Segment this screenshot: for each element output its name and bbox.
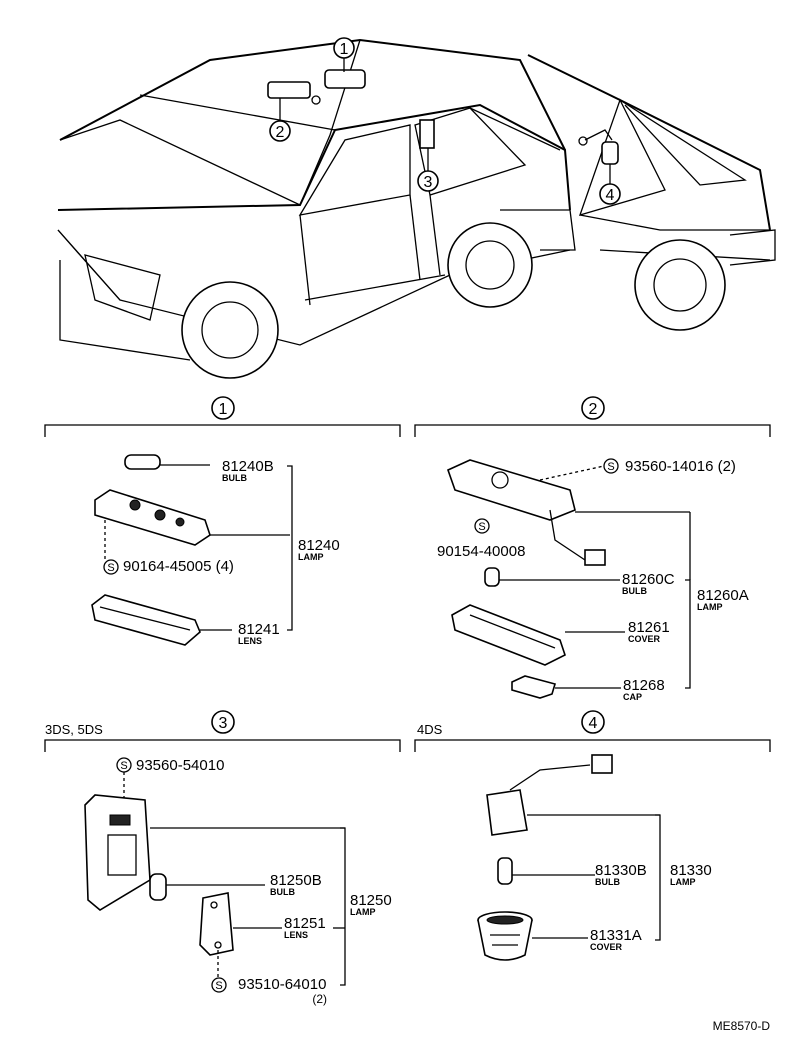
- section-2-number: 2: [589, 401, 598, 418]
- bulb-81260c-drawing: [484, 567, 620, 587]
- s-mark-2a: S: [603, 458, 619, 474]
- section-3-number: 3: [219, 715, 228, 732]
- svg-text:4: 4: [606, 187, 615, 204]
- s-mark-2b: S: [474, 518, 490, 534]
- s-mark-3a: S: [116, 757, 132, 773]
- figure-code: ME8570-D: [713, 1019, 771, 1033]
- part-90154-40008: 90154-40008: [437, 543, 525, 560]
- part-93510-64010-qty: (2): [312, 992, 327, 1006]
- lamp-81250-drawing: [84, 794, 345, 911]
- part-81251-name: LENS: [284, 930, 308, 940]
- part-81250: 81250: [350, 892, 392, 909]
- part-81261-name: COVER: [628, 634, 661, 644]
- part-81331a-name: COVER: [590, 942, 623, 952]
- part-81330-name: LAMP: [670, 877, 696, 887]
- svg-text:S: S: [607, 461, 614, 473]
- s-mark-3b: S: [211, 977, 227, 993]
- part-81240b-name: BULB: [222, 473, 247, 483]
- cover-81331a-drawing: [477, 911, 588, 961]
- callout-2: 2: [269, 98, 291, 142]
- part-81260c: 81260C: [622, 571, 675, 588]
- part-81268: 81268: [623, 677, 665, 694]
- sedan-illustration: [57, 38, 576, 379]
- part-93560-14016: 93560-14016 (2): [625, 458, 736, 475]
- callout-3: 3: [417, 148, 439, 192]
- section-2: 2 S 93560-14016 (2) S 90154-40008 81260C…: [414, 396, 771, 702]
- part-81240: 81240: [298, 537, 340, 554]
- lens-81251-drawing: [199, 892, 282, 978]
- section-4-number: 4: [589, 715, 598, 732]
- callout-1: 1: [333, 37, 355, 72]
- part-81250b-name: BULB: [270, 887, 295, 897]
- part-81260a-name: LAMP: [697, 602, 723, 612]
- bulb-81240b-drawing: [124, 454, 210, 470]
- part-81331a: 81331A: [590, 927, 642, 944]
- part-81250-name: LAMP: [350, 907, 376, 917]
- part-81330: 81330: [670, 862, 712, 879]
- part-81250b: 81250B: [270, 872, 322, 889]
- bulb-81250b-drawing: [149, 873, 265, 901]
- hatchback-illustration: [527, 54, 776, 331]
- section-4-label: 4DS: [417, 722, 443, 737]
- section-1: 1 81240B BULB 81240 LAMP S 90164-45005 (…: [44, 396, 401, 646]
- part-81240b: 81240B: [222, 458, 274, 475]
- section-3: 3DS, 5DS 3 S 93560-54010 81250B BULB 812…: [44, 710, 401, 1006]
- callout-4: 4: [599, 164, 621, 205]
- svg-text:S: S: [107, 562, 114, 574]
- part-81260c-name: BULB: [622, 586, 647, 596]
- cap-81268-drawing: [511, 675, 621, 699]
- part-81268-name: CAP: [623, 692, 642, 702]
- lamp-81260a-drawing: [447, 459, 690, 566]
- lens-81241-drawing: [91, 594, 232, 646]
- part-93510-64010: 93510-64010: [238, 976, 326, 993]
- part-81251: 81251: [284, 915, 326, 932]
- part-81330b: 81330B: [595, 862, 647, 879]
- part-93560-54010: 93560-54010: [136, 757, 224, 774]
- lamp-81240-drawing: [94, 489, 290, 560]
- part-81260a: 81260A: [697, 587, 749, 604]
- bulb-81330b-drawing: [497, 857, 595, 885]
- svg-text:S: S: [120, 760, 127, 772]
- svg-text:3: 3: [424, 174, 433, 191]
- svg-text:S: S: [215, 980, 222, 992]
- part-90164-45005: 90164-45005 (4): [123, 558, 234, 575]
- lamp-81330-drawing: [486, 754, 660, 836]
- part-81241-name: LENS: [238, 636, 262, 646]
- part-81261: 81261: [628, 619, 670, 636]
- part-81240-name: LAMP: [298, 552, 324, 562]
- cover-81261-drawing: [451, 604, 625, 666]
- section-4: 4DS 4 81330B BULB 81330 LAMP 8133: [414, 710, 771, 961]
- svg-text:S: S: [478, 521, 485, 533]
- svg-text:2: 2: [276, 124, 285, 141]
- section-3-label: 3DS, 5DS: [45, 722, 103, 737]
- part-81330b-name: BULB: [595, 877, 620, 887]
- part-81241: 81241: [238, 621, 280, 638]
- s-mark-1: S: [103, 559, 119, 575]
- svg-text:1: 1: [340, 41, 349, 58]
- section-1-number: 1: [219, 401, 228, 418]
